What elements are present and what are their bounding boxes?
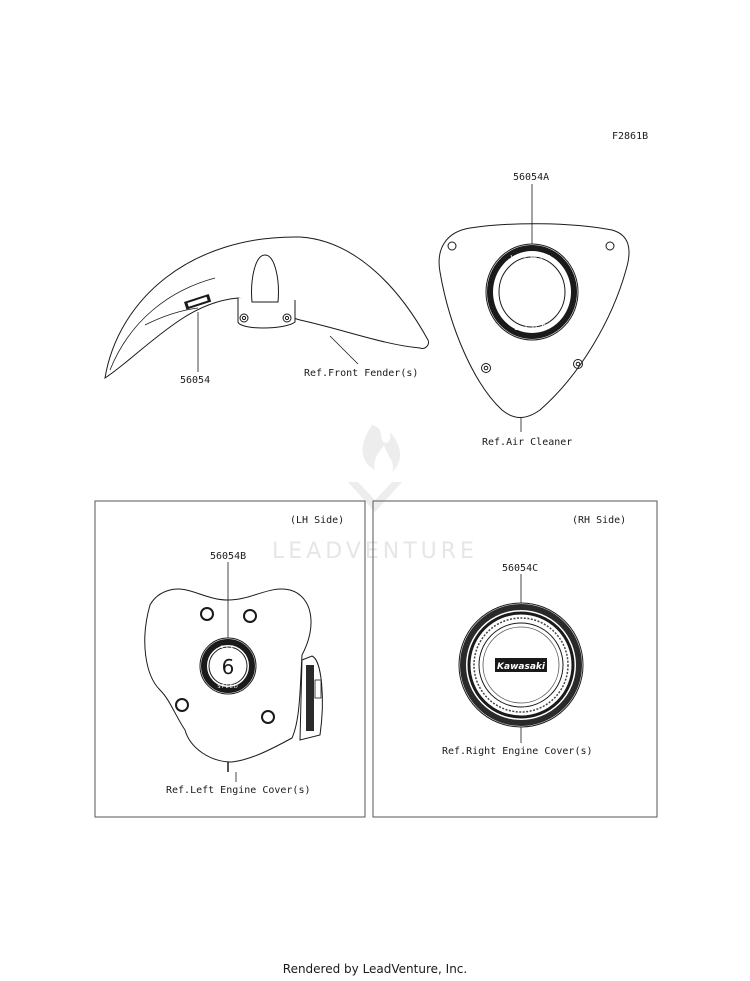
fender-bolt-left-inner: [241, 315, 247, 321]
air-cleaner-emblem-top: V-TWIN: [511, 254, 554, 262]
leader-front-fender: [329, 335, 359, 365]
air-cleaner-bolt-bl: [481, 363, 491, 373]
ref-right-engine-cover: Ref.Right Engine Cover(s): [442, 746, 593, 757]
part-number-56054C: 56054C: [502, 563, 538, 574]
right-cover-inner: [478, 622, 564, 708]
fender-bolt-right-inner: [284, 315, 290, 321]
air-cleaner-bolt-tr: [605, 241, 615, 251]
fender-decal: [184, 293, 212, 310]
left-engine-cover: [144, 588, 323, 772]
fender-inner-curve: [109, 277, 216, 371]
left-cover-bolt-4: [261, 710, 275, 724]
fender-bolt-left: [239, 313, 249, 323]
panel-lh-side: [94, 500, 366, 818]
watermark-flame-icon: [362, 425, 401, 472]
panel-rh-label: (RH Side): [572, 515, 626, 526]
air-cleaner-bolt-br: [573, 359, 583, 369]
air-cleaner-bolt-tl: [447, 241, 457, 251]
part-number-56054: 56054: [180, 375, 210, 386]
ref-left-engine-cover: Ref.Left Engine Cover(s): [166, 785, 311, 796]
right-emblem-brand: Kawasaki: [497, 662, 546, 672]
watermark: LEADVENTURE: [272, 425, 478, 564]
ref-air-cleaner: Ref.Air Cleaner: [482, 437, 572, 448]
panel-lh-label: (LH Side): [290, 515, 344, 526]
fender-stripe: [144, 307, 199, 326]
left-emblem-bottom: SPEED: [217, 684, 238, 690]
air-cleaner-emblem-bottom: 1700: [514, 323, 550, 332]
air-cleaner-cover: [438, 223, 630, 418]
panel-rh-side: [372, 500, 658, 818]
left-cover-bolt-3: [175, 698, 189, 712]
footer-credit: Rendered by LeadVenture, Inc.: [282, 962, 468, 976]
watermark-chevron-icon: [348, 482, 402, 512]
figure-code: F2861B: [612, 131, 648, 142]
right-cover-badge: [495, 658, 547, 672]
watermark-text: LEADVENTURE: [272, 539, 478, 564]
left-emblem-center: 6: [222, 655, 235, 679]
left-cover-bolt-2: [243, 609, 257, 623]
right-engine-cover: [458, 602, 584, 728]
left-cover-bolt-1: [200, 607, 214, 621]
fender-bolt-right: [282, 313, 292, 323]
part-number-56054B: 56054B: [210, 551, 246, 562]
left-emblem-top: SIX: [220, 645, 236, 652]
fender-tab: [251, 254, 279, 303]
ref-front-fender: Ref.Front Fender(s): [304, 368, 418, 379]
part-number-56054A: 56054A: [513, 172, 549, 183]
fender-bracket: [237, 298, 296, 329]
front-fender: [104, 236, 429, 380]
